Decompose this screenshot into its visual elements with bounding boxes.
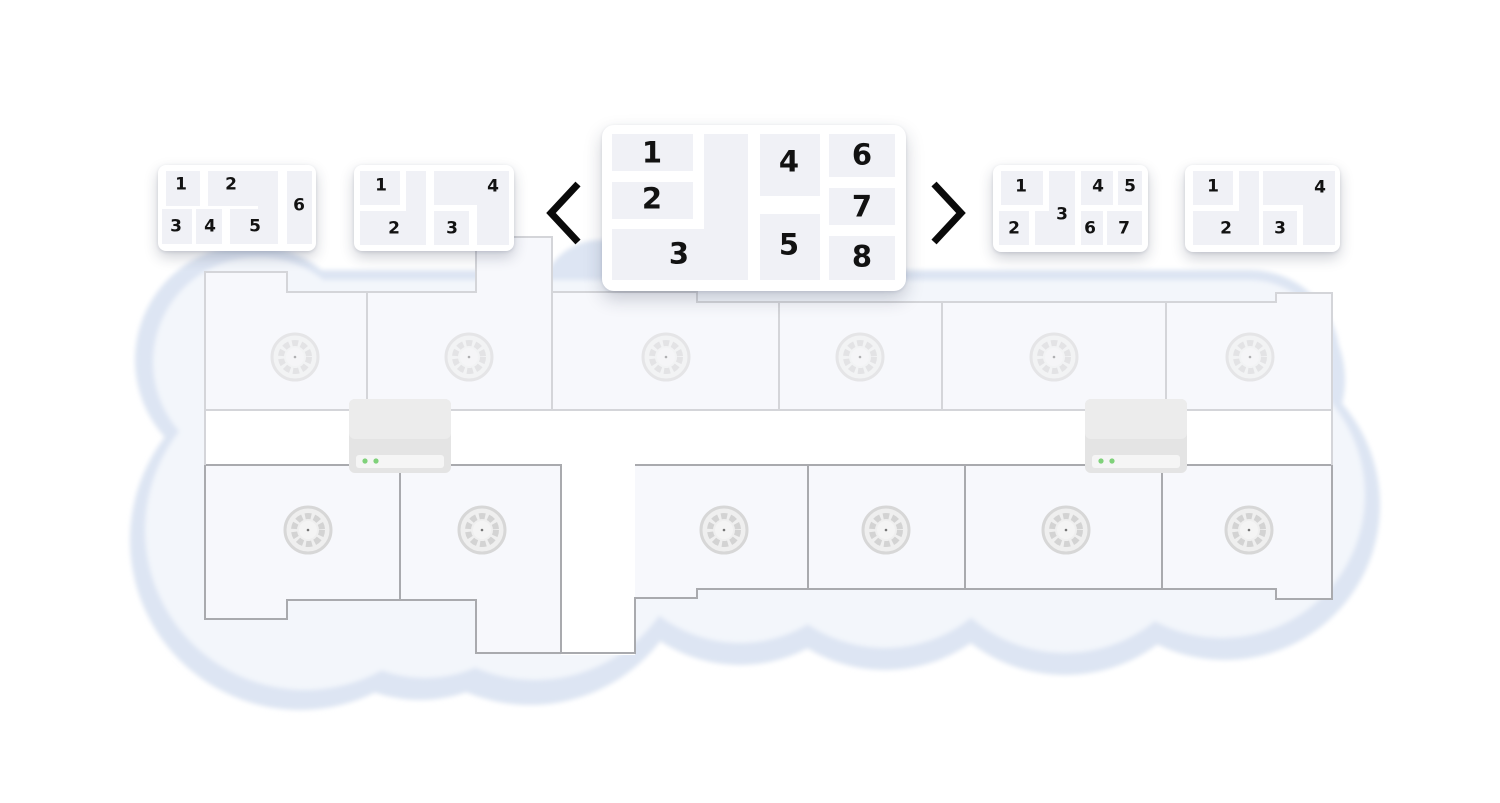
layout-card-far-right[interactable]: 1 2 3 4 [1185, 165, 1340, 252]
room-7 [1107, 211, 1142, 245]
room-label: 1 [641, 135, 663, 170]
room-4-wing [1303, 171, 1335, 245]
room-label: 1 [1015, 176, 1027, 197]
room-2-wing [1239, 171, 1259, 245]
room-3-base [1035, 211, 1075, 245]
led-indicator [1109, 458, 1115, 464]
room-label: 2 [1220, 218, 1232, 239]
room-label: 3 [1274, 218, 1286, 239]
room-label: 4 [204, 216, 216, 237]
room-label: 1 [175, 174, 187, 195]
ceiling-fan-icon [457, 505, 507, 555]
walls-bottom [204, 410, 1333, 654]
room-1 [166, 171, 200, 206]
access-point-right [1085, 399, 1187, 473]
room-3 [612, 229, 748, 280]
room-3 [434, 211, 469, 245]
room-label: 2 [641, 181, 663, 216]
room-5 [760, 214, 820, 280]
room-5 [1118, 171, 1142, 205]
room-6 [1081, 211, 1103, 245]
room-6 [287, 171, 312, 244]
led-indicator [362, 458, 368, 464]
ceiling-fan-icon [444, 332, 494, 382]
ceiling-fan-icon [699, 505, 749, 555]
room-8 [829, 236, 895, 280]
room-3 [162, 209, 192, 244]
room-label: 6 [851, 137, 873, 172]
room-label: 7 [1118, 218, 1130, 239]
room-4-wing [477, 171, 509, 245]
room-2 [612, 182, 693, 219]
room-1 [612, 134, 693, 171]
room-label: 6 [293, 195, 305, 216]
ceiling-fan-icon [835, 332, 885, 382]
room-label: 4 [1314, 177, 1326, 198]
room-label: 3 [170, 216, 182, 237]
room-label: 5 [1124, 176, 1136, 197]
room-label: 3 [446, 218, 458, 239]
ceiling-fan-icon [1225, 332, 1275, 382]
layout-card-far-left[interactable]: 1 2 3 4 5 6 [158, 165, 316, 251]
room-label: 5 [778, 227, 800, 262]
room-3 [1263, 211, 1297, 245]
room-label: 6 [1084, 218, 1096, 239]
room-2-wing [406, 171, 426, 245]
room-label: 5 [249, 216, 261, 237]
room-label: 2 [388, 218, 400, 239]
room-label: 3 [668, 236, 690, 271]
room-label: 1 [375, 175, 387, 196]
chevron-right-icon[interactable] [914, 172, 974, 252]
room-label: 1 [1207, 176, 1219, 197]
ceiling-fan-icon [270, 332, 320, 382]
ceiling-fan-icon [283, 505, 333, 555]
layout-card-left[interactable]: 1 2 3 4 [354, 165, 514, 251]
room-label: 7 [851, 189, 873, 224]
room-label: 4 [487, 176, 499, 197]
ceiling-fan-icon [1029, 332, 1079, 382]
room-6 [829, 134, 895, 177]
room-label: 3 [1056, 204, 1068, 225]
room-1 [1193, 171, 1233, 205]
led-indicator [1098, 458, 1104, 464]
led-indicator [373, 458, 379, 464]
room-1 [1001, 171, 1043, 205]
room-1 [360, 171, 400, 205]
ceiling-fan-icon [641, 332, 691, 382]
room-4 [196, 209, 222, 244]
layout-card-right[interactable]: 1 2 3 4 5 6 7 [993, 165, 1148, 252]
ceiling-fan-icon [1041, 505, 1091, 555]
room-4 [760, 134, 820, 196]
room-2 [999, 211, 1029, 245]
room-5 [230, 209, 278, 244]
chevron-left-icon[interactable] [538, 172, 598, 252]
room-label: 4 [778, 144, 800, 179]
room-label: 8 [851, 239, 873, 274]
room-label: 2 [225, 174, 237, 195]
ceiling-fan-icon [1224, 505, 1274, 555]
room-7 [829, 188, 895, 225]
room-label: 2 [1008, 218, 1020, 239]
layout-card-current[interactable]: 1 2 3 4 5 6 7 8 [602, 125, 906, 291]
room-4 [1081, 171, 1113, 205]
access-point-left [349, 399, 451, 473]
ceiling-fan-icon [861, 505, 911, 555]
room-label: 4 [1092, 176, 1104, 197]
